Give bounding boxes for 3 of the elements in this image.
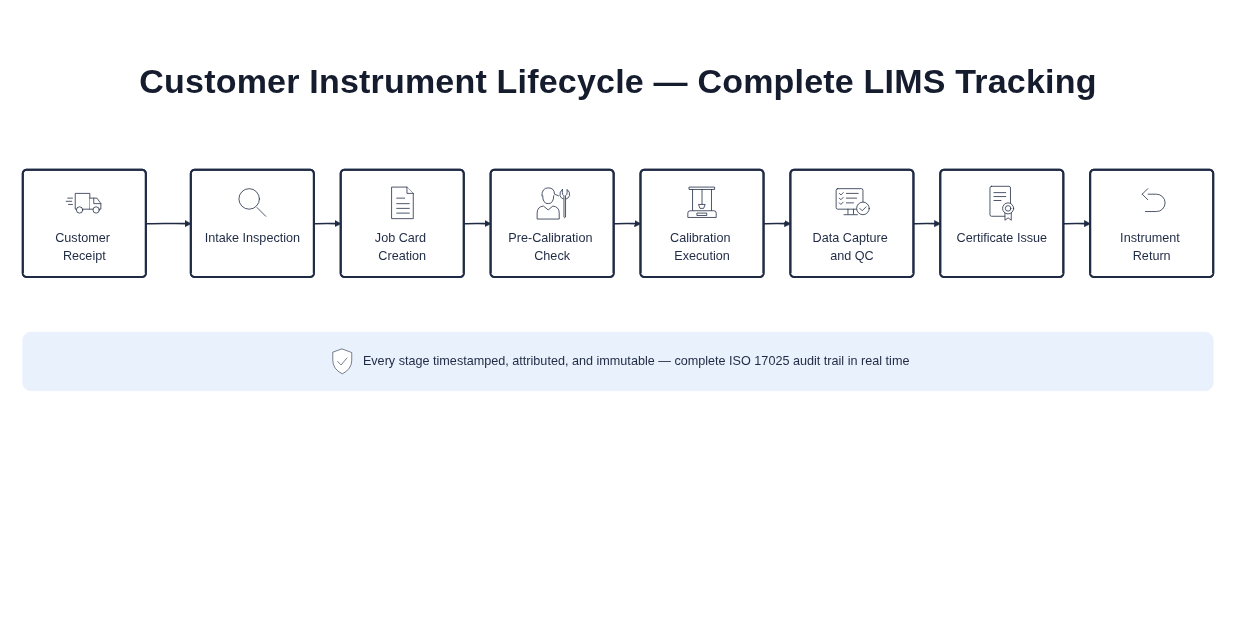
node-box: Every stage timestamped, attributed, and immutable — complete ISO 17025 audit trail in real time (22, 331, 1214, 392)
arrow (913, 220, 941, 228)
title: Customer Instrument Lifecycle — Complete LIMS Tracking (139, 62, 1097, 101)
